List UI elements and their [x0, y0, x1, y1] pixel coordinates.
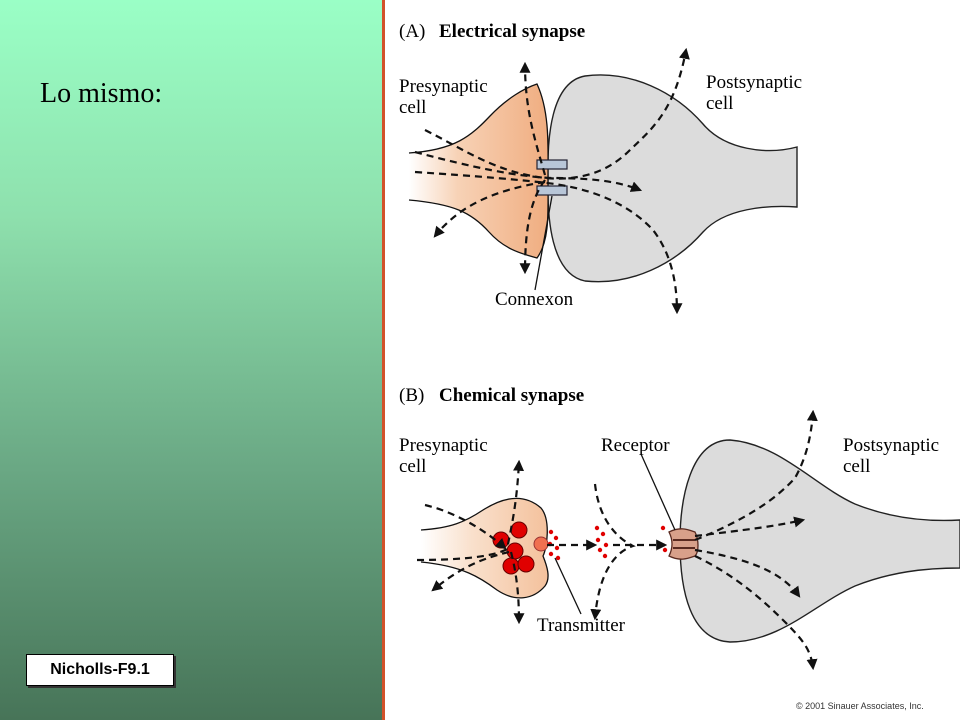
postsynaptic-label-b-line2: cell [843, 456, 870, 477]
synapse-diagram: (A) Electrical synapse Presynaptic cell … [399, 21, 960, 711]
receptor [668, 528, 699, 560]
postsynaptic-label-a-line2: cell [706, 93, 733, 114]
presynaptic-label-a-line1: Presynaptic [399, 76, 488, 97]
receptor-pointer [640, 453, 676, 531]
presynaptic-label-b-line2: cell [399, 456, 426, 477]
copyright-notice: © 2001 Sinauer Associates, Inc. [796, 701, 924, 711]
panel-divider [382, 0, 385, 720]
connexon-pointer [534, 195, 553, 291]
presynaptic-label-a-line2: cell [399, 97, 426, 118]
panel-a-title: Electrical synapse [439, 21, 585, 42]
connexon-channel-upper [536, 159, 568, 170]
panel-b-letter: (B) [399, 385, 424, 406]
presynaptic-terminal-b [421, 498, 549, 598]
panel-b-title: Chemical synapse [439, 385, 584, 406]
current-flow-arrows-a [414, 47, 690, 315]
presynaptic-cell-a [409, 84, 549, 258]
presynaptic-label-b-line1: Presynaptic [399, 435, 488, 456]
panel-a-electrical: (A) Electrical synapse Presynaptic cell … [399, 21, 802, 315]
connexon-channel-lower [536, 185, 568, 196]
panel-a-letter: (A) [399, 21, 425, 42]
transmitter-pointer [554, 557, 582, 615]
transmitter-molecules [547, 525, 668, 561]
current-flow-arrows-b [416, 409, 818, 671]
panel-b-chemical: (B) Chemical synapse [399, 385, 960, 671]
receptor-label: Receptor [601, 435, 670, 456]
transmitter-label: Transmitter [537, 615, 626, 636]
left-gradient-panel [0, 0, 382, 720]
reference-label: Nicholls-F9.1 [26, 654, 174, 686]
slide-title: Lo mismo: [40, 78, 163, 109]
postsynaptic-cell-b [679, 439, 960, 643]
postsynaptic-label-a-line1: Postsynaptic [706, 72, 802, 93]
connexon-label: Connexon [495, 289, 574, 310]
postsynaptic-label-b-line1: Postsynaptic [843, 435, 939, 456]
